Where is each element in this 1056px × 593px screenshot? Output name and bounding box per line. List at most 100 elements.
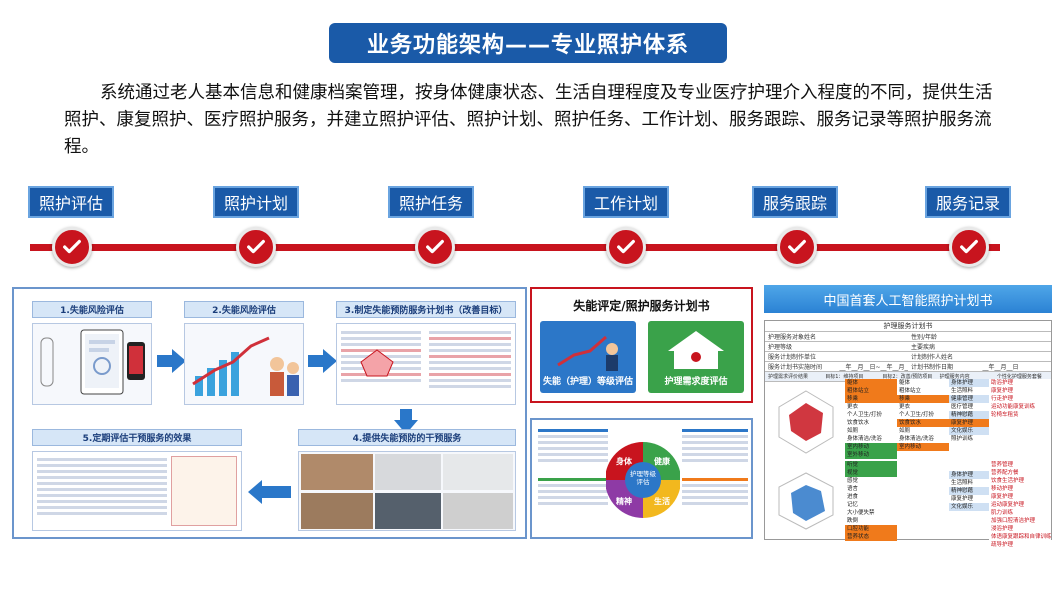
table-cell: 大小便失禁 <box>845 509 897 517</box>
check-icon <box>606 227 646 267</box>
table-cell: 室外移动 <box>845 451 897 459</box>
table-cell: 营养管理 <box>989 461 1051 469</box>
table-cell: 粗体站立 <box>897 387 949 395</box>
table-cell: 个人卫生/打扮 <box>897 411 949 419</box>
table-cell: 生活照料 <box>949 387 989 395</box>
table-cell: 视觉 <box>845 469 897 477</box>
service-column: 身体护理生活照料健康管理医疗管理精神慰藉康复护理文化娱乐照护训练 <box>949 379 989 443</box>
table-cell: 移乘 <box>845 395 897 403</box>
table-cell: 精神慰藉 <box>949 487 989 495</box>
flow-arrow-right <box>172 349 186 373</box>
table-cell: 营养状态 <box>845 533 897 541</box>
risk-chart-image <box>184 323 304 405</box>
table-cell: 饮食饮水 <box>845 419 897 427</box>
timeline-bar <box>30 244 1000 251</box>
table-cell: 口腔功能 <box>845 525 897 533</box>
service-plan-image <box>336 323 516 405</box>
radar-chart-2 <box>778 472 834 530</box>
step-label-plan[interactable]: 照护计划 <box>213 186 299 218</box>
wheel-label-spirit: 精神 <box>616 497 632 506</box>
goal1-column: 躯体粗体站立移乘更衣个人卫生/打扮饮食饮水如厕身体清洁/洗浴室内移动室外移动 <box>845 379 897 459</box>
table-cell: 躯体 <box>845 379 897 387</box>
table-cell: 营养配方餐 <box>989 469 1051 477</box>
table-cell: 肌力训练 <box>989 509 1051 517</box>
effect-report-image <box>32 451 242 531</box>
table-cell: 身体护理 <box>949 379 989 387</box>
table-cell: 室内移动 <box>845 443 897 451</box>
wheel-center-label: 护理等级评估 <box>630 470 656 486</box>
table-cell: 文化娱乐 <box>949 503 989 511</box>
table-cell: 运动功能康复训练 <box>989 403 1051 411</box>
step-label-tracking[interactable]: 服务跟踪 <box>752 186 838 218</box>
flow-step-2-title: 2.失能风险评估 <box>184 301 304 318</box>
table-row: 服务计划书实施时间__年__月__日~__年__月__日计划书制作日期__年__… <box>765 362 1051 372</box>
table-row: 护理等级主要疾病 <box>765 342 1051 352</box>
intro-paragraph: 系统通过老人基本信息和健康档案管理，按身体健康状态、生活自理程度及专业医疗护理介… <box>64 83 993 157</box>
table-cell: 粗体站立 <box>845 387 897 395</box>
table-cell: 精神慰藉 <box>949 411 989 419</box>
table-cell: 如厕 <box>845 427 897 435</box>
table-cell: 身体护理 <box>949 471 989 479</box>
service-column-2: 身体护理生活照料精神慰藉康复护理文化娱乐 <box>949 471 989 511</box>
step-label-task[interactable]: 照护任务 <box>388 186 474 218</box>
step-label-work-plan[interactable]: 工作计划 <box>583 186 669 218</box>
care-plan-sheet: 护理服务计划书 护理服务对象姓名性别/年龄 护理等级主要疾病 服务计划制作单位计… <box>764 320 1052 549</box>
flow-step-1-title: 1.失能风险评估 <box>32 301 152 318</box>
flow-arrow-right <box>323 349 337 373</box>
package-column-2: 营养管理营养配方餐饮食生活护理移动护理康复护理运动康复护理肌力训练加强口腔清洁护… <box>989 461 1051 549</box>
table-cell: 更衣 <box>845 403 897 411</box>
step-label-assessment[interactable]: 照护评估 <box>28 186 114 218</box>
goal2-column: 躯体粗体站立移乘更衣个人卫生/打扮饮食饮水如厕身体清洁/洗浴室内移动 <box>897 379 949 451</box>
intervention-photos <box>298 451 516 531</box>
assessment-device-image <box>32 323 152 405</box>
table-cell: 身体清洁/洗浴 <box>897 435 949 443</box>
table-cell: 躯体 <box>897 379 949 387</box>
table-cell: 疏导护理 <box>989 541 1051 549</box>
table-cell: 个人卫生/打扮 <box>845 411 897 419</box>
table-cell: 体语康复跟踪和自律训练 <box>989 533 1051 541</box>
table-cell: 生活照料 <box>949 479 989 487</box>
package-column: 助浴护理康复护理行走护理运动功能康复训练轮椅车租赁 <box>989 379 1051 419</box>
table-cell: 健康管理 <box>949 395 989 403</box>
table-cell: 感觉 <box>845 477 897 485</box>
wheel-label-body: 身体 <box>616 457 632 466</box>
table-cell: 康复护理 <box>949 419 989 427</box>
table-cell: 浸浴护理 <box>989 525 1051 533</box>
table-cell: 记忆 <box>845 501 897 509</box>
care-level-wheel-panel: 身体 健康 生活 精神 护理等级评估 <box>530 418 753 539</box>
table-cell: 行走护理 <box>989 395 1051 403</box>
ai-plan-title: 中国首套人工智能照护计划书 <box>764 285 1052 313</box>
table-cell: 康复护理 <box>949 495 989 503</box>
care-need-card[interactable]: 护理需求度评估 <box>648 321 744 393</box>
table-cell: 听觉 <box>845 461 897 469</box>
table-cell: 康复护理 <box>989 387 1051 395</box>
disability-level-card[interactable]: 失能（护理）等级评估 <box>540 321 636 393</box>
step-label-record[interactable]: 服务记录 <box>925 186 1011 218</box>
assessment-panel: 失能评定/照护服务计划书 失能（护理）等级评估 护理需求度评估 <box>530 287 753 403</box>
goal1-column-2: 听觉视觉感觉语言进食记忆大小便失禁跌倒口腔功能营养状态 <box>845 461 897 541</box>
table-row: 护理服务对象姓名性别/年龄 <box>765 332 1051 342</box>
table-cell: 助浴护理 <box>989 379 1051 387</box>
check-icon <box>52 227 92 267</box>
table-cell: 如厕 <box>897 427 949 435</box>
sheet-title: 护理服务计划书 <box>765 321 1051 332</box>
table-cell: 更衣 <box>897 403 949 411</box>
table-cell: 康复护理 <box>989 493 1051 501</box>
table-cell: 语言 <box>845 485 897 493</box>
table-row: 服务计划制作单位计划制作人姓名 <box>765 352 1051 362</box>
flow-step-3-title: 3.制定失能预防服务计划书（改善目标） <box>336 301 516 318</box>
page-title: 业务功能架构——专业照护体系 <box>329 23 727 63</box>
table-cell: 饮食饮水 <box>897 419 949 427</box>
check-icon <box>777 227 817 267</box>
wheel-label-life: 生活 <box>654 497 670 506</box>
table-cell: 轮椅车租赁 <box>989 411 1051 419</box>
table-cell: 移乘 <box>897 395 949 403</box>
table-cell: 医疗管理 <box>949 403 989 411</box>
flow-step-4-title: 4.提供失能预防的干预服务 <box>298 429 516 446</box>
process-flow-panel: 1.失能风险评估 2.失能风险评估 3.制定失能预防服务计划书（改善目标） <box>12 287 527 539</box>
wheel-label-health: 健康 <box>654 457 670 466</box>
table-cell: 饮食生活护理 <box>989 477 1051 485</box>
table-cell: 进食 <box>845 493 897 501</box>
check-icon <box>415 227 455 267</box>
table-cell: 室内移动 <box>897 443 949 451</box>
